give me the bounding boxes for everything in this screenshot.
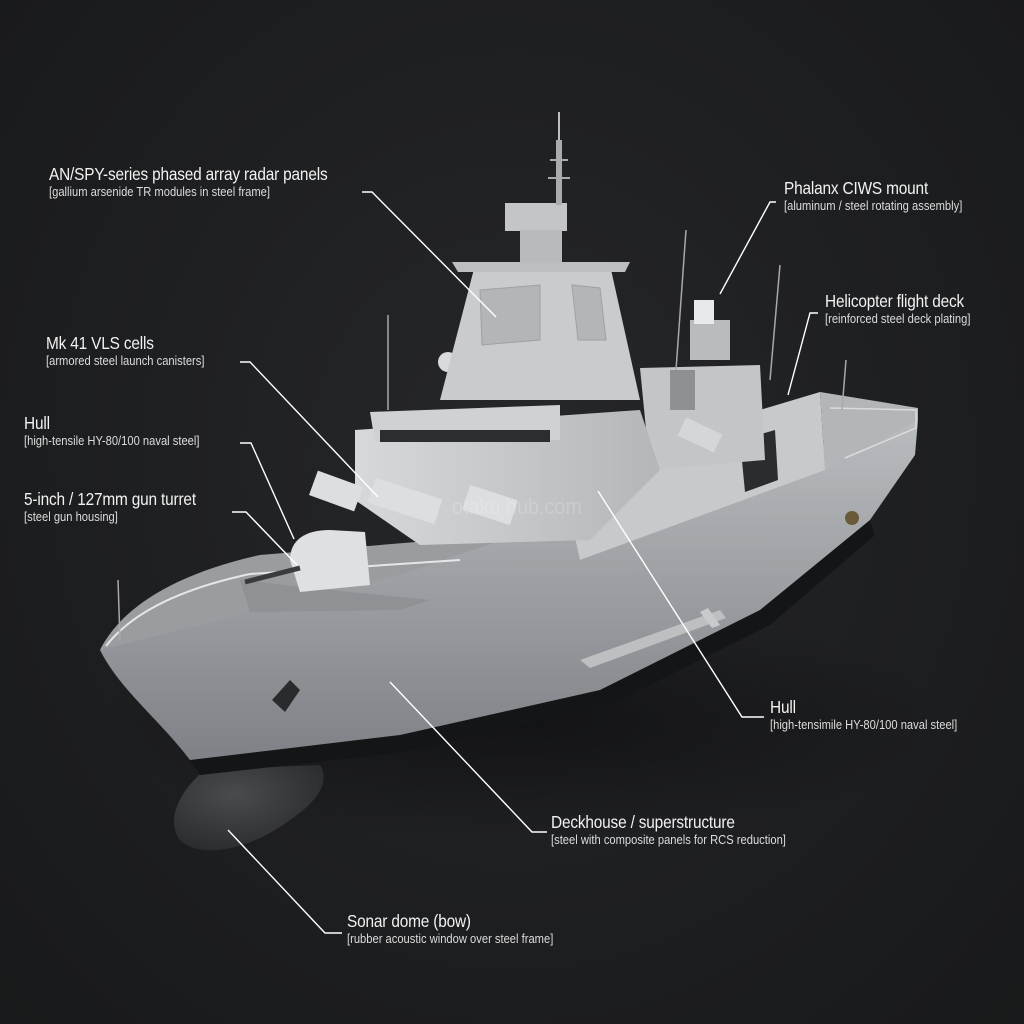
sonar-dome	[174, 765, 324, 851]
label-deckhouse-title: Deckhouse / superstructure	[551, 812, 735, 832]
leader-gun	[232, 511, 298, 566]
label-hull-left: Hull [high-tensile HY-80/100 naval steel…	[24, 413, 228, 449]
watermark: otaku hub.com	[452, 494, 582, 519]
leader-vls	[240, 361, 379, 498]
leader-hull-right	[597, 490, 764, 718]
label-sonar: Sonar dome (bow) [rubber acoustic window…	[347, 911, 587, 947]
label-sonar-title: Sonar dome (bow)	[347, 911, 471, 931]
label-flightdeck-title: Helicopter flight deck	[825, 291, 965, 311]
leader-lines	[227, 191, 818, 934]
label-ciws-subtitle: [aluminum / steel rotating assembly]	[784, 198, 963, 214]
radar-mast	[440, 112, 640, 400]
leader-sonar	[227, 829, 342, 934]
leader-radar	[362, 191, 497, 318]
gun-turret	[240, 530, 430, 612]
label-gun-title: 5-inch / 127mm gun turret	[24, 489, 196, 509]
label-radar: AN/SPY-series phased array radar panels …	[49, 164, 365, 200]
hangar-structure	[560, 300, 918, 560]
label-deckhouse-subtitle: [steel with composite panels for RCS red…	[551, 832, 786, 848]
label-ciws-title: Phalanx CIWS mount	[784, 178, 929, 198]
leader-hull-left	[240, 442, 295, 540]
leader-flightdeck	[787, 312, 818, 396]
label-gun-subtitle: [steel gun housing]	[24, 509, 118, 525]
label-flightdeck-subtitle: [reinforced steel deck plating]	[825, 311, 971, 327]
label-ciws: Phalanx CIWS mount [aluminum / steel rot…	[784, 178, 991, 214]
label-radar-title: AN/SPY-series phased array radar panels	[49, 164, 328, 184]
label-radar-subtitle: [gallium arsenide TR modules in steel fr…	[49, 184, 271, 200]
label-hull-left-subtitle: [high-tensile HY-80/100 naval steel]	[24, 433, 200, 449]
leader-deckhouse	[389, 681, 547, 833]
label-hull-right: Hull [high-tensimile HY-80/100 naval ste…	[770, 697, 988, 733]
vls-launchers	[309, 470, 518, 526]
label-hull-left-title: Hull	[24, 413, 50, 433]
label-deckhouse: Deckhouse / superstructure [steel with c…	[551, 812, 824, 848]
label-sonar-subtitle: [rubber acoustic window over steel frame…	[347, 931, 554, 947]
label-hull-right-title: Hull	[770, 697, 796, 717]
label-vls: Mk 41 VLS cells [armored steel launch ca…	[46, 333, 230, 369]
label-vls-subtitle: [armored steel launch canisters]	[46, 353, 205, 369]
label-vls-title: Mk 41 VLS cells	[46, 333, 154, 353]
label-gun: 5-inch / 127mm gun turret [steel gun hou…	[24, 489, 219, 525]
leader-ciws	[719, 201, 776, 295]
label-flightdeck: Helicopter flight deck [reinforced steel…	[825, 291, 994, 327]
antennas	[117, 229, 847, 641]
label-hull-right-subtitle: [high-tensimile HY-80/100 naval steel]	[770, 717, 958, 733]
